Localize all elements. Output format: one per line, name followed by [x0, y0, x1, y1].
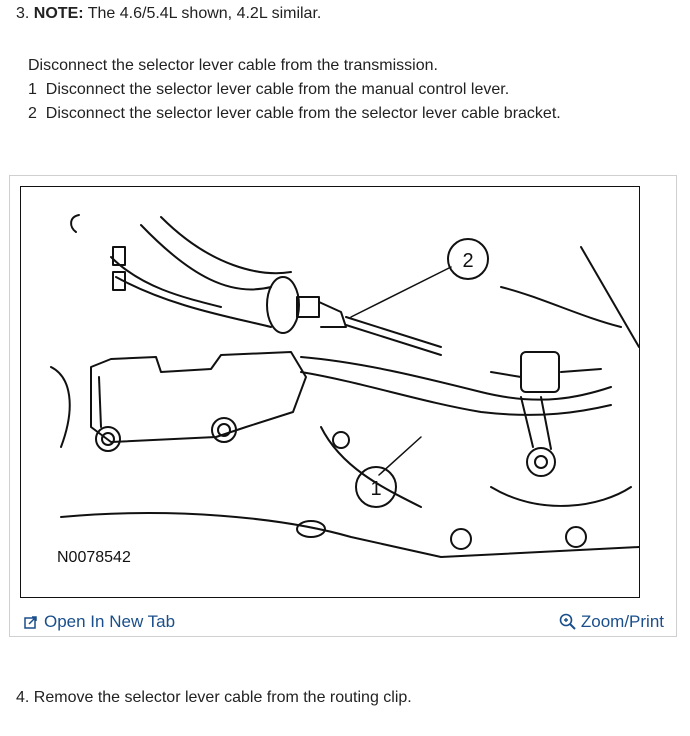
- note-text: The 4.6/5.4L shown, 4.2L similar.: [87, 5, 322, 22]
- sub1-number: 1: [28, 81, 37, 98]
- callout-2: 2: [462, 250, 473, 272]
- step4-text: 4. Remove the selector lever cable from …: [16, 689, 412, 706]
- sub2-number: 2: [28, 105, 37, 122]
- step3-number: 3.: [16, 5, 30, 22]
- intro-instructions: Disconnect the selector lever cable from…: [28, 54, 561, 126]
- cable-diagram: 2 1: [50, 214, 639, 558]
- sub2-text: Disconnect the selector lever cable from…: [45, 105, 561, 122]
- open-in-new-tab-link[interactable]: Open In New Tab: [24, 612, 175, 632]
- figure-id: N0078542: [57, 549, 131, 566]
- zoom-print-link[interactable]: Zoom/Print: [559, 612, 664, 632]
- open-tab-label: Open In New Tab: [44, 612, 176, 631]
- intro-sub1: 1 Disconnect the selector lever cable fr…: [28, 78, 561, 102]
- note-label: NOTE:: [33, 5, 84, 22]
- intro-sub2: 2 Disconnect the selector lever cable fr…: [28, 102, 561, 126]
- figure-panel: 2 1 N0078542 Open In New Tab Zoom/Print: [9, 175, 677, 637]
- step3-note: 3. NOTE: The 4.6/5.4L shown, 4.2L simila…: [16, 4, 321, 24]
- open-tab-icon: [24, 616, 37, 629]
- intro-main: Disconnect the selector lever cable from…: [28, 57, 438, 74]
- callout-1: 1: [370, 478, 381, 500]
- sub1-text: Disconnect the selector lever cable from…: [45, 81, 510, 98]
- zoom-icon: [559, 613, 576, 630]
- diagram-frame[interactable]: 2 1 N0078542: [20, 186, 640, 598]
- zoom-print-label: Zoom/Print: [580, 612, 664, 631]
